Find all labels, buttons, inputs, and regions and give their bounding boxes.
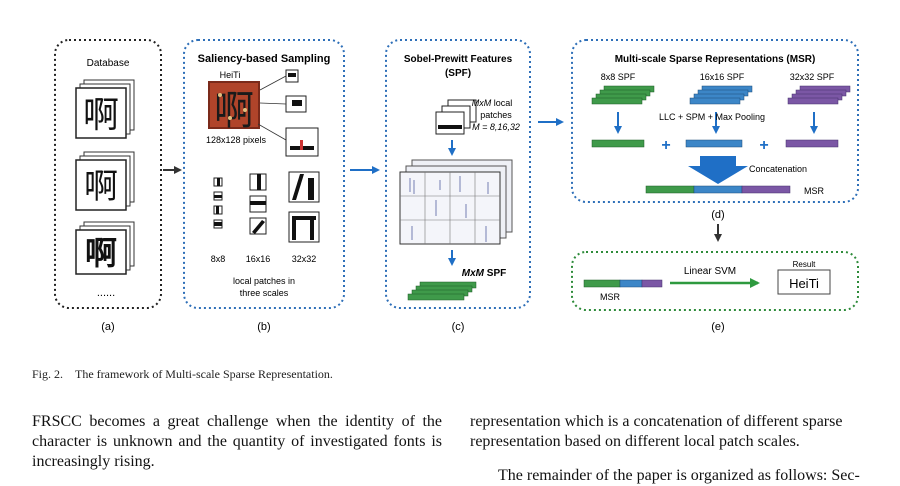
msr-vector-32x32	[785, 139, 839, 148]
spf-bars-16x16	[689, 85, 753, 105]
out-spf-text: SPF	[484, 268, 506, 279]
spf-label-16x16: 16x16 SPF	[700, 72, 745, 82]
image-size-label: 128x128 pixels	[206, 135, 267, 145]
spf-bars-8x8	[591, 85, 655, 105]
patch-patches-text: patches	[480, 110, 512, 120]
panel-e-classification: MSR Linear SVM Result HeiTi	[571, 251, 859, 311]
msr-output-label: MSR	[804, 186, 825, 196]
panel-b-sampling: Saliency-based Sampling HeiTi 啊 128x128 …	[183, 39, 345, 309]
heiti-tag: HeiTi	[220, 70, 241, 80]
spf-feature-grid	[399, 159, 513, 245]
local-patches-note-2: three scales	[240, 288, 289, 298]
scale-32x32: 32x32	[292, 254, 317, 264]
char-card-stack: 啊	[75, 151, 135, 211]
panel-d-msr: Multi-scale Sparse Representations (MSR)…	[571, 39, 859, 203]
panel-label-c: (c)	[452, 321, 465, 333]
spf-bars-32x32	[787, 85, 851, 105]
panel-label-b: (b)	[257, 321, 270, 333]
panel-d-title: Multi-scale Sparse Representations (MSR)	[615, 54, 816, 65]
svg-text:MxM SPF: MxM SPF	[462, 268, 506, 279]
panel-c-title-1: Sobel-Prewitt Features	[404, 54, 513, 65]
patch-local-text: local	[491, 98, 512, 108]
concatenation-label: Concatenation	[749, 164, 807, 174]
panel-b-title: Saliency-based Sampling	[198, 53, 331, 65]
panel-label-e: (e)	[711, 321, 724, 333]
patches-8x8	[213, 177, 223, 229]
patch-m-italic: MxM	[472, 98, 492, 108]
database-label: Database	[87, 58, 130, 69]
svg-text:+: +	[661, 137, 670, 154]
spf-output-bars	[407, 281, 477, 301]
scale-16x16: 16x16	[246, 254, 271, 264]
svg-text:MxM local: MxM local	[472, 98, 513, 108]
patches-16x16	[249, 173, 267, 235]
panel-c-title-2: (SPF)	[445, 68, 471, 79]
svg-text:啊: 啊	[85, 234, 117, 272]
saliency-image: 啊	[208, 81, 260, 134]
concatenation-arrow	[688, 156, 748, 184]
scale-8x8: 8x8	[211, 254, 226, 264]
char-card-stack: 啊	[75, 221, 135, 275]
right-paragraph-next: The remainder of the paper is organized …	[498, 467, 860, 484]
msr-input-label: MSR	[600, 292, 621, 302]
result-value: HeiTi	[789, 276, 819, 291]
linear-svm-label: Linear SVM	[684, 266, 736, 277]
patches-32x32	[288, 171, 320, 243]
figure-number: Fig. 2.	[32, 367, 64, 381]
right-paragraph: representation which is a concatenation …	[470, 413, 843, 450]
panel-label-d: (d)	[711, 209, 724, 221]
local-patches-note-1: local patches in	[233, 276, 295, 286]
svg-text:啊: 啊	[84, 167, 118, 207]
spf-label-32x32: 32x32 SPF	[790, 72, 835, 82]
svg-text:+: +	[759, 137, 768, 154]
msr-vector-16x16	[685, 139, 743, 148]
patch-m-values: M = 8,16,32	[472, 122, 520, 132]
char-card-stack: 啊	[75, 79, 135, 139]
left-paragraph: FRSCC becomes a great challenge when the…	[32, 413, 442, 470]
database-ellipsis: ......	[97, 287, 115, 299]
panel-label-a: (a)	[101, 321, 114, 333]
svg-text:啊: 啊	[83, 95, 119, 136]
panel-c-spf: Sobel-Prewitt Features (SPF) MxM local p…	[385, 39, 531, 309]
msr-vector-8x8	[591, 139, 645, 148]
panel-a-database: Database 啊 啊 啊 ......	[54, 39, 162, 309]
spf-label-8x8: 8x8 SPF	[601, 72, 636, 82]
pooling-label: LLC + SPM + Max Pooling	[659, 112, 765, 122]
figure-caption: Fig. 2. The framework of Multi-scale Spar…	[32, 367, 333, 382]
framework-figure: Database 啊 啊 啊 ...... (a) Saliency-based…	[54, 39, 859, 333]
right-column: representation which is a concatenation …	[470, 412, 890, 486]
left-column: FRSCC becomes a great challenge when the…	[32, 412, 442, 472]
out-m-italic: MxM	[462, 268, 485, 279]
result-label: Result	[793, 260, 816, 269]
figure-caption-text: The framework of Multi-scale Sparse Repr…	[75, 367, 333, 381]
